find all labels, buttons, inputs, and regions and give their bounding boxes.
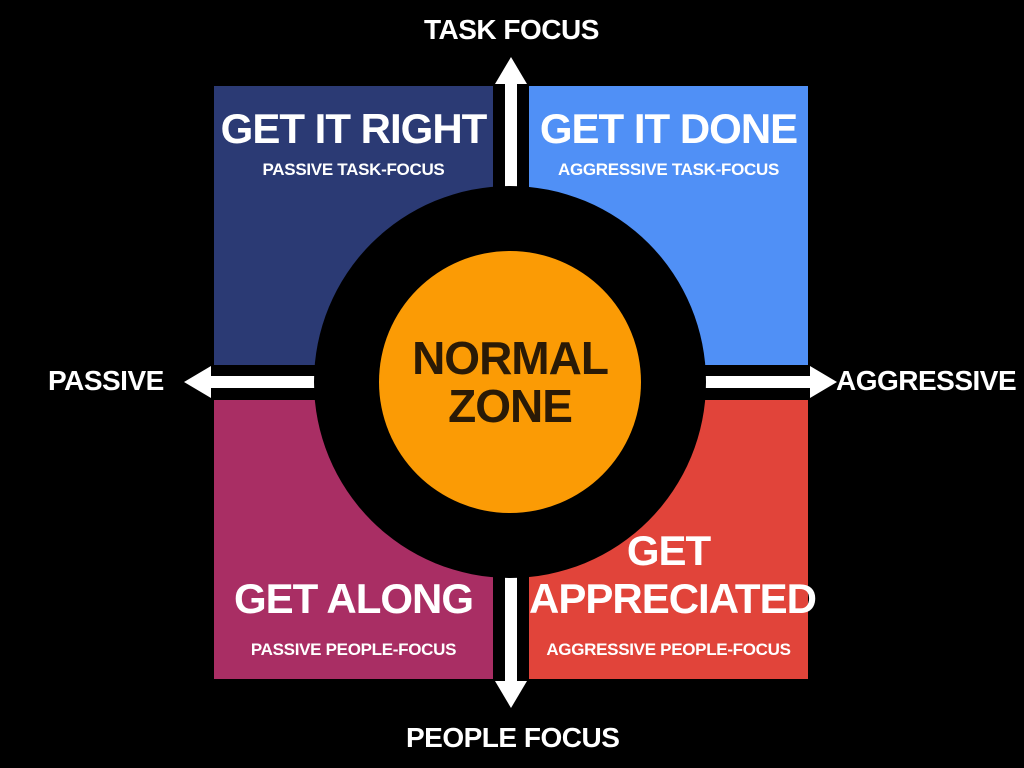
quadrant-subtitle: PASSIVE TASK-FOCUS <box>262 160 445 179</box>
arrow-right-head <box>810 366 837 398</box>
axis-label-passive: PASSIVE <box>48 365 164 396</box>
zone-line1: NORMAL <box>412 332 609 384</box>
axis-label-aggressive: AGGRESSIVE <box>836 365 1017 396</box>
axis-label-task-focus: TASK FOCUS <box>424 14 599 45</box>
arrow-up-shaft <box>505 80 517 190</box>
quadrant-title: GET ALONG <box>233 575 474 622</box>
arrow-up-head <box>495 57 527 84</box>
quadrant-title: GET IT DONE <box>539 105 798 152</box>
arrow-down-head <box>495 681 527 708</box>
arrow-left-shaft <box>205 376 320 388</box>
quadrant-subtitle: AGGRESSIVE PEOPLE-FOCUS <box>546 640 791 659</box>
quadrant-title-line1: GET <box>626 527 711 574</box>
arrow-left-head <box>184 366 211 398</box>
quadrant-subtitle: AGGRESSIVE TASK-FOCUS <box>557 160 780 179</box>
zone-line2: ZONE <box>448 380 573 432</box>
normal-zone-circle <box>379 251 641 513</box>
quadrant-subtitle: PASSIVE PEOPLE-FOCUS <box>250 640 457 659</box>
quadrant-title: GET IT RIGHT <box>220 105 488 152</box>
quadrant-title-line2: APPRECIATED <box>529 575 817 622</box>
arrow-down-shaft <box>505 575 517 685</box>
axis-label-people-focus: PEOPLE FOCUS <box>406 722 620 753</box>
arrow-right-shaft <box>700 376 815 388</box>
